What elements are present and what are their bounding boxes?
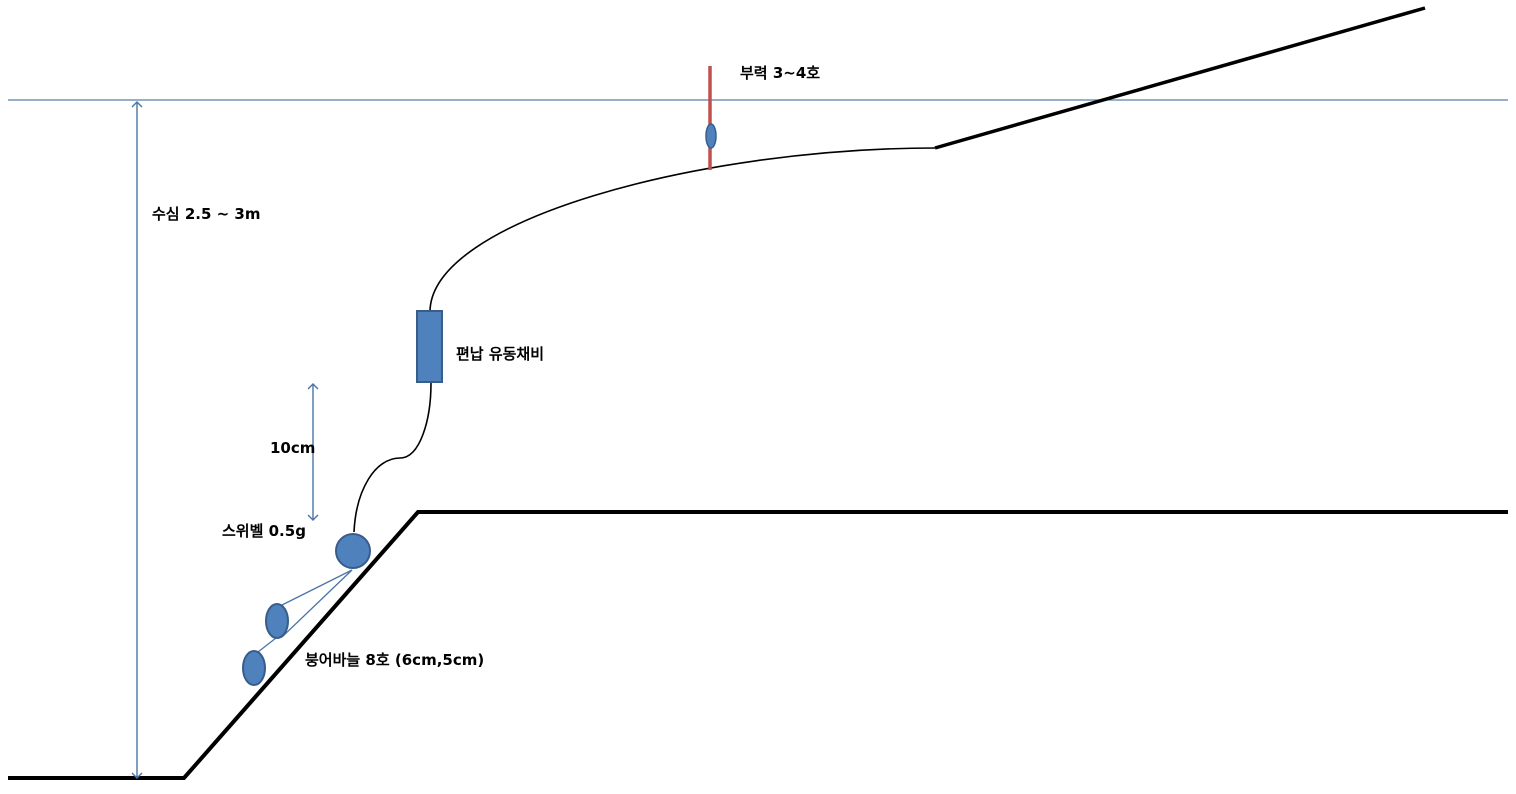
sinker bbox=[416, 310, 443, 383]
swivel bbox=[335, 533, 371, 569]
distance-label: 10cm bbox=[270, 439, 315, 457]
hook-upper bbox=[265, 603, 289, 639]
float bbox=[705, 66, 717, 170]
sinker-label: 편납 유동채비 bbox=[456, 345, 544, 363]
swivel-label: 스위벨 0.5g bbox=[222, 522, 306, 540]
depth-label: 수심 2.5 ~ 3m bbox=[152, 205, 260, 223]
leader-line-hook-link bbox=[257, 637, 277, 653]
ground-profile bbox=[8, 510, 1508, 780]
fishing-rod bbox=[934, 6, 1426, 150]
float-body bbox=[705, 123, 717, 149]
hook-lower bbox=[242, 650, 266, 686]
leader-line-lower bbox=[281, 569, 353, 638]
sinker-to-swivel-line bbox=[353, 382, 432, 533]
float-label: 부력 3~4호 bbox=[740, 64, 820, 82]
main-line bbox=[429, 147, 936, 313]
hooks-label: 붕어바늘 8호 (6cm,5cm) bbox=[305, 651, 484, 669]
leader-line-upper bbox=[279, 569, 353, 607]
